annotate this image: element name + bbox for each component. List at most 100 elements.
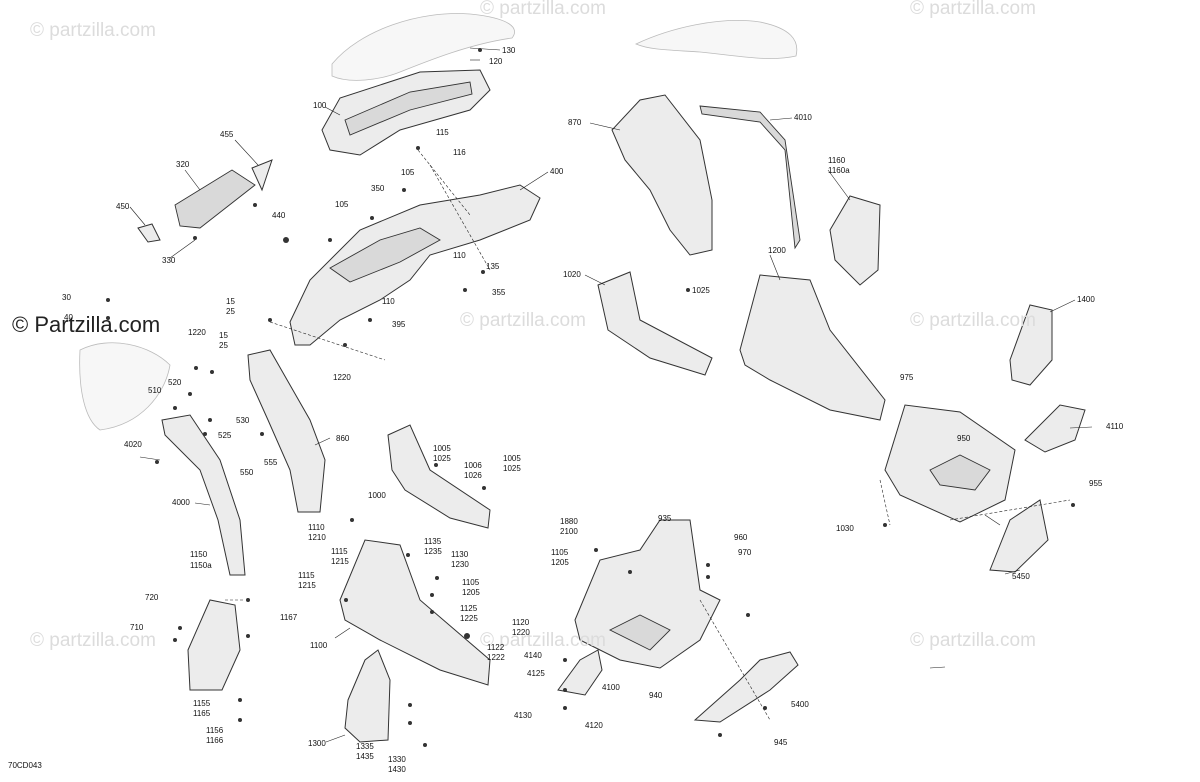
- callout-label: 1115: [298, 571, 315, 580]
- callout-label: 720: [145, 593, 159, 602]
- callout-label: 25: [219, 341, 228, 350]
- part-320: [174, 169, 256, 229]
- callout-label: 1150a: [190, 561, 212, 570]
- callout-label: 1435: [356, 752, 374, 761]
- callout-label: 4140: [524, 651, 542, 660]
- callout-label: 975: [900, 373, 914, 382]
- watermark: © partzilla.com: [30, 630, 156, 651]
- part-870: [611, 94, 713, 256]
- callout-label: 1030: [836, 524, 854, 533]
- callout-label: 1105: [551, 548, 569, 557]
- callout-label: 120: [489, 57, 503, 66]
- callout-label: 1400: [1077, 295, 1095, 304]
- part-4100: [557, 649, 603, 696]
- callout-label: 110: [382, 297, 395, 306]
- callout-label: 950: [957, 434, 971, 443]
- part-1300: [344, 649, 391, 743]
- callout-label: 1215: [298, 581, 316, 590]
- callout-label: 115: [436, 128, 449, 137]
- callout-label: 1167: [280, 613, 298, 622]
- callout-label: 395: [392, 320, 406, 329]
- callout-label: 1026: [464, 471, 482, 480]
- callout-label: 30: [62, 293, 71, 302]
- callout-label: 105: [335, 200, 349, 209]
- callout-label: 1156: [206, 726, 224, 735]
- callout-label: 5400: [791, 700, 809, 709]
- callout-label: 1220: [333, 373, 351, 382]
- callout-label: 1166: [206, 736, 224, 745]
- part-1400: [1009, 304, 1053, 386]
- callout-label: 1122: [487, 643, 505, 652]
- part-455: [251, 159, 273, 192]
- callout-label: 1160a: [828, 166, 850, 175]
- part-860: [247, 349, 326, 513]
- callout-label: 1215: [331, 557, 349, 566]
- callout-label: 105: [401, 168, 415, 177]
- callout-label: 1130: [451, 550, 469, 559]
- watermark: © partzilla.com: [480, 0, 606, 19]
- callout-label: 15: [226, 297, 235, 306]
- callout-label: 1100: [310, 641, 328, 650]
- callout-label: 355: [492, 288, 506, 297]
- callout-label: 4100: [602, 683, 620, 692]
- part-4010: [699, 105, 801, 250]
- callout-label: 970: [738, 548, 752, 557]
- callout-label: 870: [568, 118, 582, 127]
- callout-label: 1155: [193, 699, 211, 708]
- part-4110: [1024, 404, 1086, 453]
- part-1000: [387, 424, 491, 529]
- callout-label: 130: [502, 46, 516, 55]
- callout-label: 1330: [388, 755, 406, 764]
- callout-label: 1200: [768, 246, 786, 255]
- watermark: © partzilla.com: [480, 630, 606, 651]
- callout-label: 1025: [433, 454, 451, 463]
- part-1020: [597, 271, 713, 376]
- callout-label: 5450: [1012, 572, 1030, 581]
- callout-label: 1150: [190, 550, 208, 559]
- callout-label: 1006: [464, 461, 482, 470]
- callout-label: 555: [264, 458, 278, 467]
- callout-label: 4010: [794, 113, 812, 122]
- callout-label: 450: [116, 202, 130, 211]
- callout-label: 1115: [331, 547, 348, 556]
- callout-label: 40: [64, 313, 73, 322]
- callout-label: 1025: [692, 286, 710, 295]
- callout-label: 1005: [433, 444, 451, 453]
- callout-label: 1020: [563, 270, 581, 279]
- callout-label: 940: [649, 691, 663, 700]
- callout-label: 1205: [462, 588, 480, 597]
- callout-label: 1220: [512, 628, 530, 637]
- callout-label: 1222: [487, 653, 505, 662]
- callout-label: 935: [658, 514, 672, 523]
- callout-label: 1000: [368, 491, 386, 500]
- callout-label: 510: [148, 386, 162, 395]
- callout-label: 1110: [308, 523, 325, 532]
- callout-label: 110: [453, 251, 466, 260]
- callout-label: 525: [218, 431, 232, 440]
- callout-label: 4125: [527, 669, 545, 678]
- callout-label: 945: [774, 738, 788, 747]
- callout-label: 1235: [424, 547, 442, 556]
- callout-label: 1120: [512, 618, 530, 627]
- callout-label: 1210: [308, 533, 326, 542]
- callout-label: 1165: [193, 709, 211, 718]
- callout-label: 960: [734, 533, 748, 542]
- callout-label: 955: [1089, 479, 1103, 488]
- callout-label: 860: [336, 434, 350, 443]
- callout-label: 710: [130, 623, 144, 632]
- callout-label: 320: [176, 160, 190, 169]
- callout-label: 135: [486, 262, 500, 271]
- part-5450: [989, 499, 1049, 573]
- callout-label: 1160: [828, 156, 846, 165]
- callout-label: 1205: [551, 558, 569, 567]
- callout-label: 550: [240, 468, 254, 477]
- callout-label: 455: [220, 130, 234, 139]
- part-1200: [739, 274, 886, 421]
- diagram-code: 70CD043: [8, 761, 42, 770]
- leader-lines: [129, 47, 1093, 743]
- callout-label: 2100: [560, 527, 578, 536]
- part-1150: [187, 599, 241, 691]
- callout-label: 1220: [188, 328, 206, 337]
- callout-label: 4110: [1106, 422, 1124, 431]
